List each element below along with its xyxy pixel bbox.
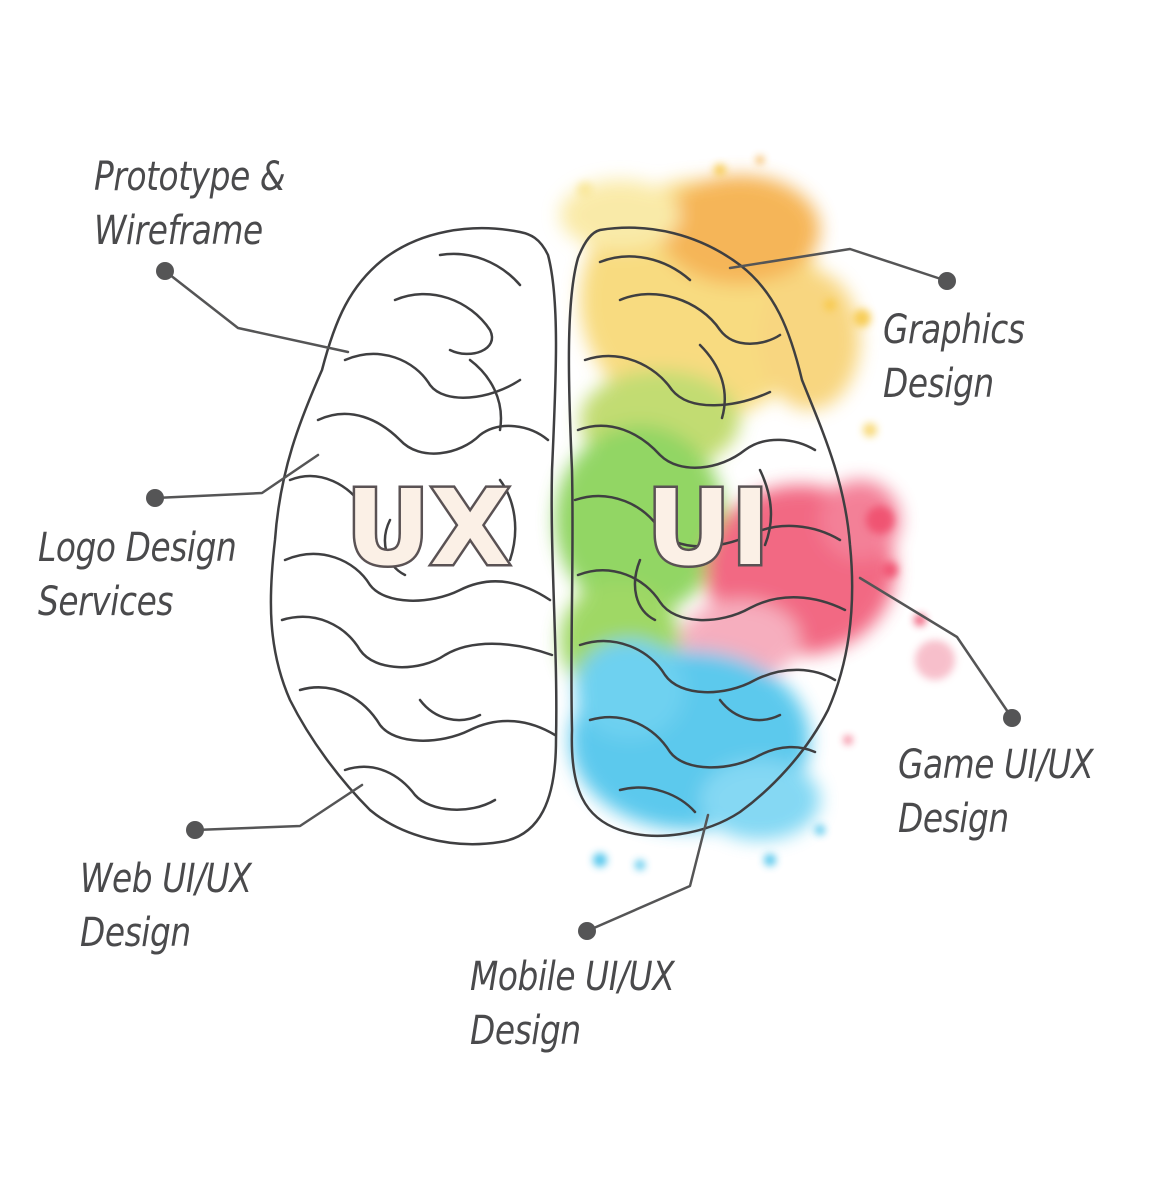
dot-graphics <box>938 272 956 290</box>
connector-game <box>858 576 1014 720</box>
ux-label: UX <box>346 467 511 589</box>
label-prototype-wireframe: Prototype & Wireframe <box>94 154 286 254</box>
connector-prototype <box>163 269 350 354</box>
connector-lines <box>153 247 1014 933</box>
ui-label: UI <box>646 467 769 589</box>
label-mobile-uiux-design: Mobile UI/UX Design <box>470 954 675 1054</box>
label-game-uiux-design: Game UI/UX Design <box>898 742 1094 842</box>
right-hemisphere <box>567 226 854 838</box>
label-web-uiux-design: Web UI/UX Design <box>80 856 252 956</box>
label-graphics-design: Graphics Design <box>883 307 1025 407</box>
dot-logo <box>146 489 164 507</box>
left-hemisphere <box>269 226 558 846</box>
connector-web <box>193 783 364 832</box>
connector-logo <box>153 453 320 500</box>
dot-web <box>186 821 204 839</box>
dot-mobile <box>578 922 596 940</box>
connector-mobile <box>585 813 710 933</box>
dot-prototype <box>156 262 174 280</box>
dot-game <box>1003 709 1021 727</box>
connector-graphics <box>728 247 949 283</box>
label-logo-design-services: Logo Design Services <box>38 525 237 625</box>
